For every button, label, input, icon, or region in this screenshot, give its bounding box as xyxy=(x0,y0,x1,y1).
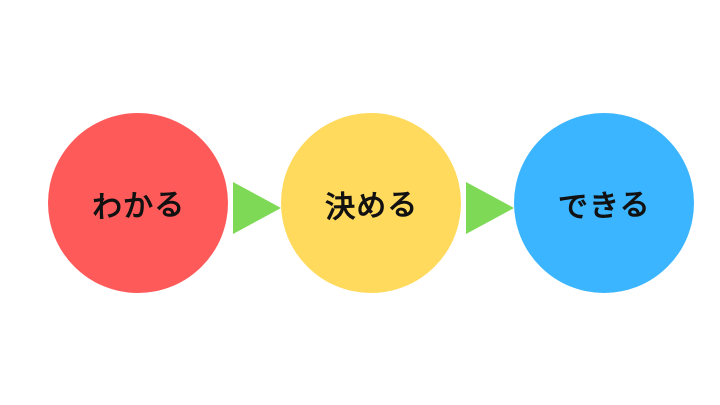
step-circle-understand: わかる xyxy=(48,113,228,293)
step-label: わかる xyxy=(91,187,186,226)
triangle-right-icon xyxy=(233,182,281,234)
step-circle-decide: 決める xyxy=(281,113,461,293)
step-circle-can-do: できる xyxy=(514,113,694,293)
step-label: できる xyxy=(557,187,651,226)
triangle-right-icon xyxy=(466,182,514,234)
step-label: 決める xyxy=(324,187,419,226)
